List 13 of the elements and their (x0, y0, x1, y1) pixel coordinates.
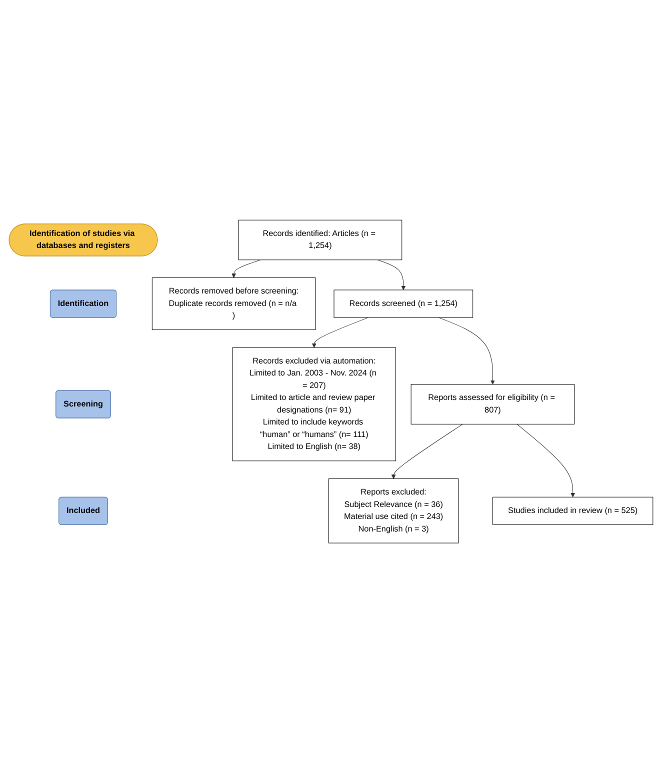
arrow (377, 260, 406, 290)
node-box: Reports excluded: Subject Relevance (n = 36) Material use cited (n = 243) Non-English (n = 3) (328, 478, 459, 544)
node-box: Studies included in review (n = 525) (492, 496, 654, 525)
arrow (232, 260, 261, 278)
arrow (312, 317, 368, 348)
arrow (391, 424, 463, 479)
node-box: Records identified: Articles (n = 1,254) (238, 220, 402, 260)
arrow (516, 424, 576, 498)
node-box: Records excluded via automation: Limited to Jan. 2003 - Nov. 2024 (n = 207) Limited to article and review paper designations (n= 91) Limited to include keywords “human” or “humans” (n= 111) Limited to English (n= 38) (232, 347, 396, 462)
node-box: Reports assessed for eligibility (n = 807) (410, 384, 575, 424)
arrow (438, 317, 495, 384)
node-box: Records removed before screening: Duplicate records removed (n = n/a ) (152, 277, 316, 330)
node-box: Records screened (n = 1,254) (334, 290, 474, 318)
